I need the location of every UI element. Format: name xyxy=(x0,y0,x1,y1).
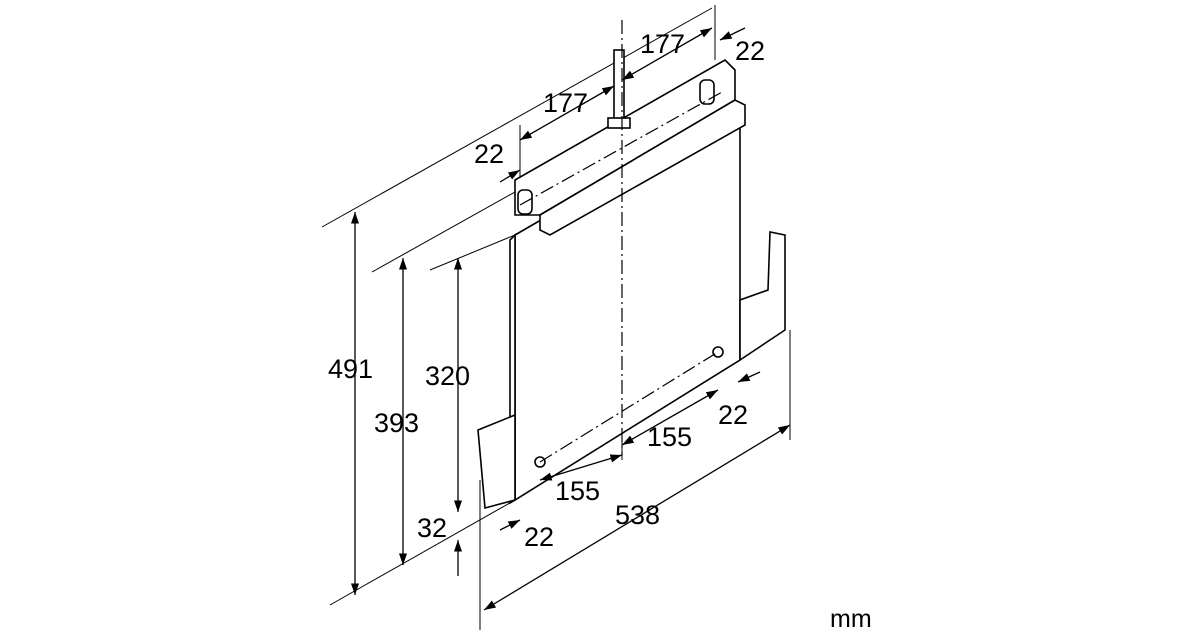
dimension-labels: 177 22 177 22 491 393 320 32 22 155 155 … xyxy=(328,29,872,630)
dim-top-spacing-right: 177 xyxy=(640,29,685,59)
dim-height-panel: 320 xyxy=(425,361,470,391)
dim-height-mid: 393 xyxy=(374,408,419,438)
dim-bottom-spacing-left: 155 xyxy=(555,476,600,506)
dim-bottom-offset-right: 22 xyxy=(718,400,748,430)
unit-label: mm xyxy=(830,605,872,630)
dim-top-offset-right: 22 xyxy=(735,36,765,66)
dim-bottom-offset-height: 32 xyxy=(417,513,447,543)
dim-bottom-spacing-right: 155 xyxy=(647,422,692,452)
top-bracket xyxy=(514,49,746,236)
dim-width-total: 538 xyxy=(615,500,660,530)
dim-bottom-offset-left: 22 xyxy=(524,522,554,552)
dimension-lines xyxy=(350,27,791,611)
dim-height-total: 491 xyxy=(328,354,373,384)
dim-top-spacing-left: 177 xyxy=(543,88,588,118)
dim-top-offset-left: 22 xyxy=(474,139,504,169)
